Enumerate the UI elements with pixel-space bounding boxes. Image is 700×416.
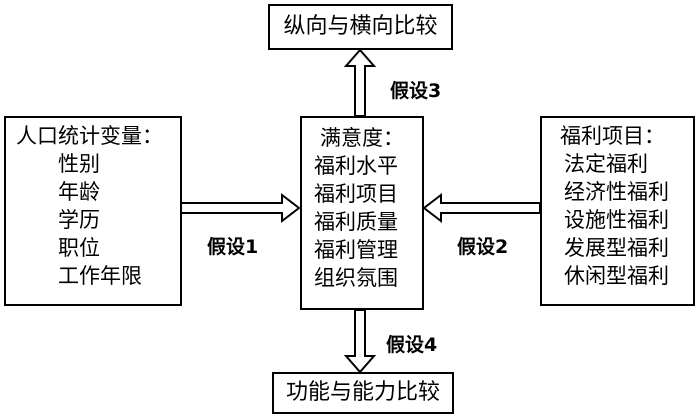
left-box-item: 职位 — [58, 236, 100, 260]
arrow-up — [343, 48, 377, 117]
left-box: 人口统计变量： 性别 年龄 学历 职位 工作年限 — [4, 116, 182, 306]
center-box-item: 福利项目 — [314, 182, 398, 206]
arrow-left — [422, 192, 541, 224]
left-box-item: 性别 — [58, 152, 100, 176]
hypothesis-3-label: 假设3 — [390, 80, 442, 102]
right-box: 福利项目： 法定福利 经济性福利 设施性福利 发展型福利 休闲型福利 — [540, 116, 695, 306]
center-box: 满意度： 福利水平 福利项目 福利质量 福利管理 组织氛围 — [300, 116, 424, 310]
arrow-right — [180, 192, 301, 224]
right-box-item: 设施性福利 — [564, 208, 669, 232]
hypothesis-1-label: 假设1 — [207, 236, 259, 258]
right-box-title: 福利项目： — [560, 124, 665, 148]
right-box-item: 法定福利 — [564, 152, 648, 176]
left-box-item: 学历 — [58, 208, 100, 232]
left-box-item: 工作年限 — [58, 264, 142, 288]
top-box: 纵向与横向比较 — [268, 4, 453, 50]
left-box-title: 人口统计变量： — [16, 124, 163, 148]
left-box-item: 年龄 — [58, 180, 100, 204]
hypothesis-2-label: 假设2 — [457, 236, 509, 258]
center-box-item: 福利质量 — [314, 210, 398, 234]
center-box-item: 福利水平 — [314, 154, 398, 178]
top-box-title: 纵向与横向比较 — [283, 14, 438, 39]
hypothesis-4-label: 假设4 — [386, 334, 438, 356]
bottom-box: 功能与能力比较 — [272, 372, 454, 414]
center-box-item: 组织氛围 — [314, 266, 398, 290]
center-box-item: 福利管理 — [314, 238, 398, 262]
center-box-title: 满意度： — [320, 126, 404, 150]
arrow-down — [343, 309, 377, 374]
right-box-item: 经济性福利 — [564, 180, 669, 204]
right-box-item: 休闲型福利 — [564, 264, 669, 288]
bottom-box-title: 功能与能力比较 — [285, 380, 440, 405]
right-box-item: 发展型福利 — [564, 236, 669, 260]
